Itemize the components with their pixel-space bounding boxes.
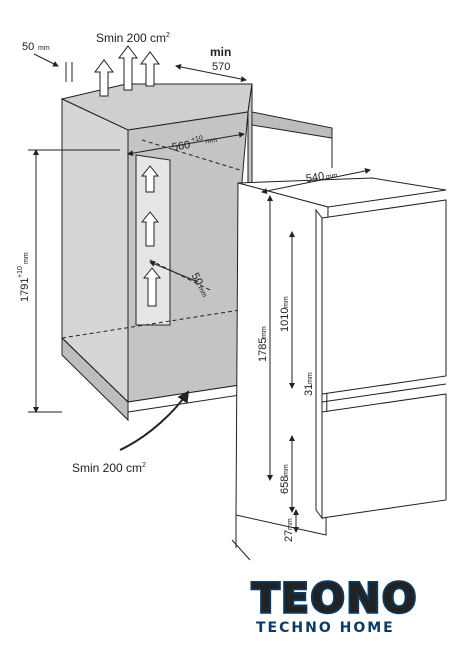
dim-50-top-unit: mm [38, 45, 50, 52]
dim-560-unit: mm [205, 137, 218, 146]
dim-31: 31 [303, 384, 315, 396]
fridge [235, 177, 447, 536]
dim-27-group: 27 mm [283, 518, 295, 542]
cabinet-door [251, 111, 333, 139]
dim-1785: 1785 [257, 338, 269, 362]
cabinet [60, 83, 253, 422]
dim-1791-unit: mm [23, 252, 30, 264]
dim-570: 570 [212, 61, 230, 73]
air-up-arrow-icon [94, 59, 114, 97]
airflow-arrows-top [94, 45, 160, 97]
air-inflow-arrow-icon [119, 390, 190, 451]
dim-27: 27 [283, 530, 295, 542]
labels: Smin 200 cm2 50 mm min 570 560 +10 mm 54… [17, 31, 338, 542]
dim-50-inner: 50 [189, 271, 205, 287]
dim-560: 560 [171, 139, 191, 154]
dim-1010-unit: mm [283, 296, 290, 308]
dim-540-unit: mm [325, 172, 338, 181]
teono-logo: TEONO TECHNO HOME [250, 574, 418, 636]
dim-560-group: 560 +10 mm [171, 135, 218, 154]
fridge-door-gap [321, 383, 447, 403]
air-up-arrow-icon [140, 51, 160, 87]
logo-tagline: TECHNO HOME [256, 620, 395, 636]
dim-560-sup: +10 [191, 135, 204, 144]
dim-50-inner-group: 50 mm [189, 271, 208, 299]
air-arrow-icon [140, 211, 160, 247]
dim-min-label: min [210, 45, 231, 59]
fridge-left-side [235, 182, 329, 536]
dim-540: 540 [305, 170, 325, 185]
airflow-arrows-inner [140, 165, 162, 307]
dim-658-group: 658 mm [279, 464, 291, 494]
dim-1010: 1010 [279, 308, 291, 332]
fridge-bottom-door [321, 393, 447, 519]
air-up-arrow-icon [118, 45, 138, 91]
dim-658-unit: mm [283, 464, 290, 476]
dim-1785-unit: mm [261, 326, 268, 338]
dim-1010-group: 1010 mm [279, 296, 291, 332]
dim-27-unit: mm [287, 518, 294, 530]
dimension-lines [28, 53, 371, 561]
air-arrow-icon [140, 165, 160, 193]
dim-658: 658 [279, 476, 291, 494]
smin-bottom-label: Smin 200 cm2 [72, 461, 146, 475]
fridge-top-door [321, 199, 447, 395]
dim-31-group: 31 mm [303, 372, 315, 396]
dim-1785-group: 1785 mm [257, 326, 269, 362]
dim-540-group: 540 mm [305, 170, 338, 185]
dim-1791-group: 1791 +10 mm [17, 252, 31, 302]
dim-1791: 1791 [19, 278, 31, 302]
air-arrow-icon [142, 267, 162, 307]
logo-brand: TEONO [252, 576, 418, 622]
dim-50-inner-unit: mm [196, 285, 208, 299]
dim-1791-sup: +10 [17, 266, 24, 278]
fridge-front-frame [315, 208, 323, 520]
dim-31-unit: mm [307, 372, 314, 384]
smin-top-label: Smin 200 cm2 [96, 31, 170, 45]
dim-50-top: 50 [22, 41, 34, 53]
